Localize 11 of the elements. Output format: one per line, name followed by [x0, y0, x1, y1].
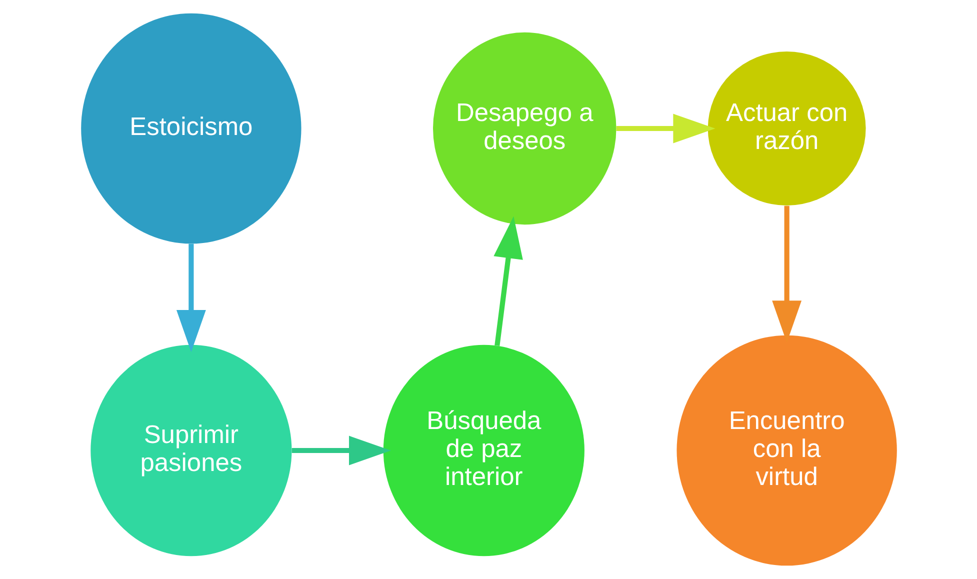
node-circle: Suprimir pasiones — [90, 344, 292, 556]
arrow — [291, 436, 391, 466]
node-circle: Encuentro con la virtud — [676, 335, 896, 566]
node-circle: Desapego a deseos — [432, 32, 616, 225]
arrow — [493, 216, 522, 346]
arrow — [772, 206, 802, 343]
node-circle: Estoicismo — [80, 13, 301, 244]
node-circle: Actuar con razón — [707, 52, 866, 206]
arrow — [176, 244, 206, 352]
node-circle: Búsqueda de paz interior — [382, 344, 584, 556]
arrow — [616, 114, 715, 144]
